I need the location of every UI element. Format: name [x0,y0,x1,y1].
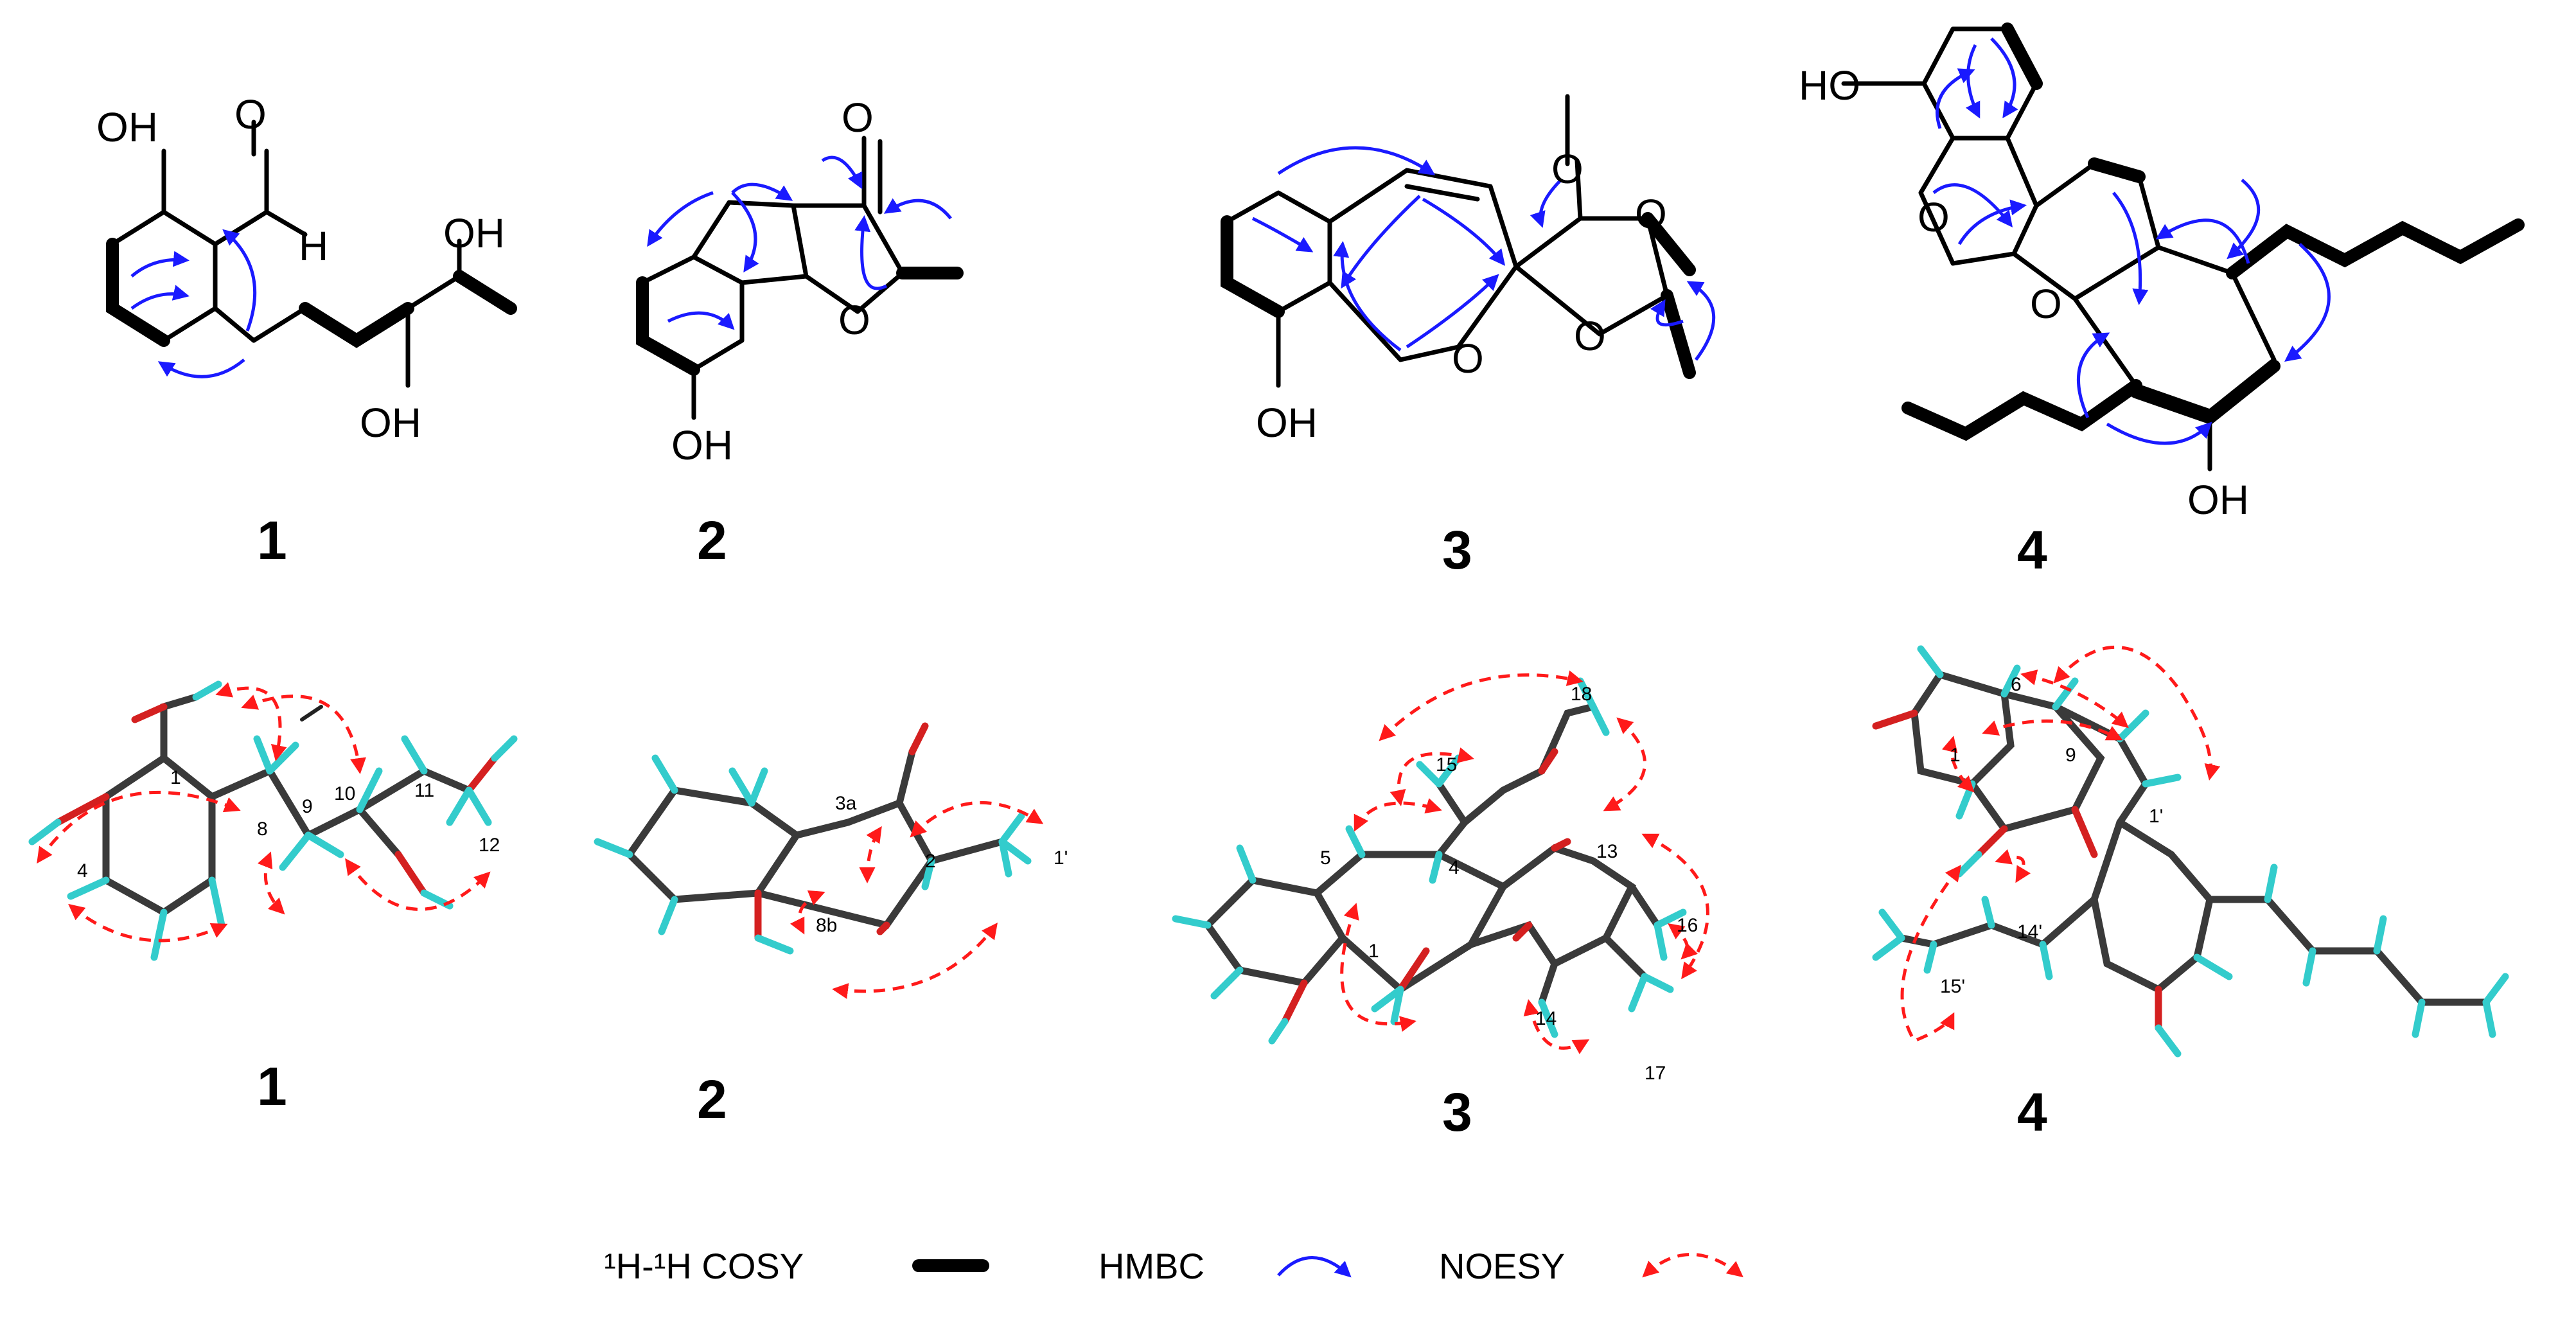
label-o: O [842,94,874,141]
label-o: O [1551,146,1584,192]
atom-number: 15 [1436,754,1457,775]
label-oh: OH [360,400,421,446]
atom-number: 17 [1645,1063,1666,1084]
compound-number: 1 [257,510,287,571]
atom-number: 4 [77,860,88,881]
atom-number: 3a [835,793,857,814]
label-oh: OH [1256,400,1318,446]
label-o: O [1918,194,1950,240]
atom-number: 2 [925,851,936,872]
atom-number: 15' [1940,976,1965,997]
model-3d-compound-3: 18 15 5 4 13 16 1 14 17 3 [1172,670,1709,1142]
atom-number: 18 [1571,684,1592,705]
structure-2d-compound-2: O O OH 2 [636,94,964,571]
label-h: H [299,223,328,269]
legend-hmbc-label: HMBC [1098,1246,1204,1286]
structure-2d-compound-3: O O O O OH 3 [1221,94,1716,580]
compound-number: 2 [697,1069,727,1129]
label-oh: OH [2187,477,2249,523]
legend-hmbc-swatch [1277,1256,1352,1278]
legend: ¹H-¹H COSY HMBC NOESY [604,1246,1743,1286]
model-3d-compound-1: 1 4 8 9 10 11 12 1 [28,680,518,1117]
atom-number: 6 [2011,674,2022,695]
compound-number: 2 [697,510,727,571]
compound-number: 3 [1442,520,1472,580]
legend-noesy-label: NOESY [1439,1246,1565,1286]
legend-cosy-label: ¹H-¹H COSY [604,1246,804,1286]
atom-number: 11 [414,780,434,801]
compound-number: 4 [2017,1082,2047,1142]
model-3d-compound-4: 6 1 9 1' 14' 15' 4 [1872,645,2509,1142]
label-oh: OH [671,422,733,468]
label-o: O [838,297,870,343]
compound-number: 4 [2017,520,2047,580]
label-oh: OH [443,210,505,256]
atom-number: 4 [1449,857,1460,878]
label-o: O [1452,335,1484,382]
atom-number: 1' [1054,847,1068,869]
label-o: O [1635,191,1667,237]
atom-number: 5 [1320,847,1331,869]
label-o: O [1574,313,1606,359]
atom-number: 8b [816,915,837,936]
atom-number: 10 [334,783,355,804]
atom-number: 1' [2149,806,2163,827]
compound-number: 1 [257,1056,287,1117]
label-ho: HO [1799,62,1860,109]
label-o: O [234,91,267,137]
atom-number: 1 [1368,941,1379,962]
label-oh: OH [96,104,158,150]
atom-number: 9 [302,796,313,817]
compound-number: 3 [1442,1082,1472,1142]
atom-number: 1 [1950,745,1961,766]
model-3d-compound-2: 3a 2 1' 8b 2 [594,722,1068,1129]
atom-number: 14 [1535,1008,1557,1029]
atom-number: 16 [1677,915,1698,936]
atom-number: 8 [257,819,268,840]
structure-2d-compound-1: OH O H OH OH 1 [96,91,517,571]
atom-number: 14' [2017,921,2042,943]
atom-number: 1 [170,767,181,788]
label-o: O [2030,281,2062,327]
legend-noesy-swatch [1642,1253,1743,1278]
atom-number: 9 [2065,745,2076,766]
atom-number: 13 [1596,841,1618,862]
structure-2d-compound-4: HO O O OH 4 [1799,22,2525,580]
atom-number: 12 [479,835,500,856]
